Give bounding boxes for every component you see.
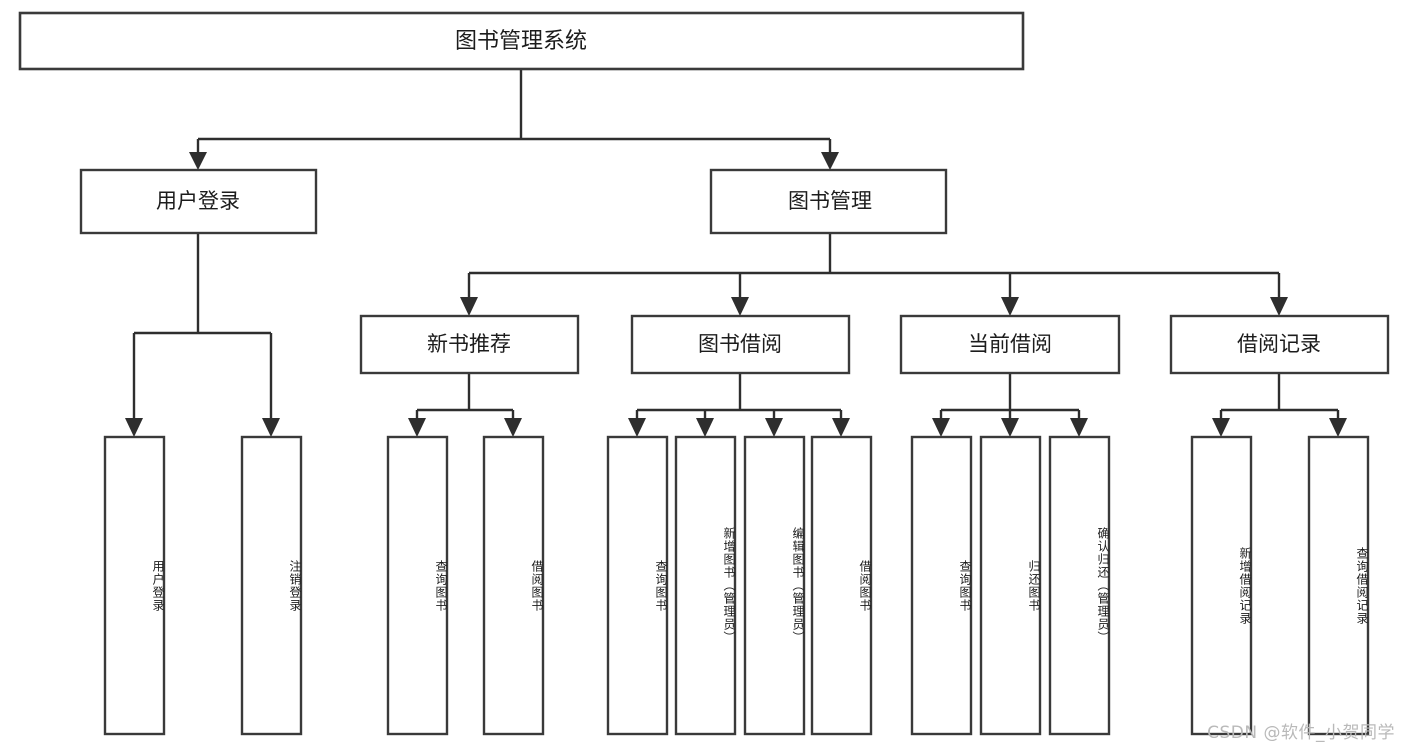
node-new-book-recommend-rect[interactable] <box>359 314 580 375</box>
node-leaf-return-book-rect[interactable] <box>979 435 1042 736</box>
node-root[interactable]: 图书管理系统 <box>18 11 1025 71</box>
node-book-manage-label: 图书管理 <box>788 189 872 213</box>
arrow-bookmanage-child-4-icon <box>1270 297 1288 316</box>
node-user-login[interactable]: 用户登录 <box>79 168 318 235</box>
arrow-newbook-leaf-1-icon <box>408 418 426 437</box>
arrow-userlogin-leaf-1-icon <box>125 418 143 437</box>
node-leaf-user-login-rect[interactable] <box>103 435 166 736</box>
arrow-bookborrow-leaf-3-icon <box>765 418 783 437</box>
arrow-bookborrow-leaf-2-icon <box>696 418 714 437</box>
arrow-root-to-user-login-icon <box>189 152 207 170</box>
arrow-bookmanage-child-1-icon <box>460 297 478 316</box>
arrow-root-to-book-manage-icon <box>821 152 839 170</box>
node-current-borrow-rect[interactable] <box>899 314 1121 375</box>
arrow-userlogin-leaf-2-icon <box>262 418 280 437</box>
node-leaf-edit-book-rect[interactable] <box>743 435 806 736</box>
node-current-borrow-label: 当前借阅 <box>968 332 1052 356</box>
node-root-label: 图书管理系统 <box>455 29 587 54</box>
connector-layer <box>125 69 1347 437</box>
node-user-login-rect[interactable] <box>79 168 318 235</box>
node-new-book-recommend[interactable]: 新书推荐 <box>359 314 580 375</box>
arrow-borrowrecord-leaf-1-icon <box>1212 418 1230 437</box>
node-leaf-add-book-rect[interactable] <box>674 435 737 736</box>
node-book-borrow-rect[interactable] <box>630 314 851 375</box>
node-book-manage[interactable]: 图书管理 <box>709 168 948 235</box>
node-root-rect[interactable] <box>18 11 1025 71</box>
node-user-login-label: 用户登录 <box>156 189 240 213</box>
node-leaf-confirm-return-rect[interactable] <box>1048 435 1111 736</box>
arrow-currentborrow-leaf-3-icon <box>1070 418 1088 437</box>
node-leaf-add-record-rect[interactable] <box>1190 435 1253 736</box>
arrow-newbook-leaf-2-icon <box>504 418 522 437</box>
arrow-bookmanage-child-2-icon <box>731 297 749 316</box>
node-leaf-query-record-rect[interactable] <box>1307 435 1370 736</box>
node-book-manage-rect[interactable] <box>709 168 948 235</box>
arrow-bookborrow-leaf-1-icon <box>628 418 646 437</box>
arrow-currentborrow-leaf-2-icon <box>1001 418 1019 437</box>
node-new-book-recommend-label: 新书推荐 <box>427 332 511 356</box>
node-book-borrow[interactable]: 图书借阅 <box>630 314 851 375</box>
node-leaf-query-book-1-rect[interactable] <box>386 435 449 736</box>
node-leaf-borrow-book-2-rect[interactable] <box>810 435 873 736</box>
arrow-bookmanage-child-3-icon <box>1001 297 1019 316</box>
arrow-borrowrecord-leaf-2-icon <box>1329 418 1347 437</box>
node-leaf-query-book-3-rect[interactable] <box>910 435 973 736</box>
node-current-borrow[interactable]: 当前借阅 <box>899 314 1121 375</box>
arrow-bookborrow-leaf-4-icon <box>832 418 850 437</box>
node-borrow-record-label: 借阅记录 <box>1237 332 1321 356</box>
arrow-currentborrow-leaf-1-icon <box>932 418 950 437</box>
watermark: CSDN @软件_小贺同学 <box>1207 723 1395 743</box>
node-borrow-record[interactable]: 借阅记录 <box>1169 314 1390 375</box>
node-borrow-record-rect[interactable] <box>1169 314 1390 375</box>
node-leaf-borrow-book-1-rect[interactable] <box>482 435 545 736</box>
node-leaf-user-logout-rect[interactable] <box>240 435 303 736</box>
node-leaf-query-book-2-rect[interactable] <box>606 435 669 736</box>
node-book-borrow-label: 图书借阅 <box>698 332 782 356</box>
